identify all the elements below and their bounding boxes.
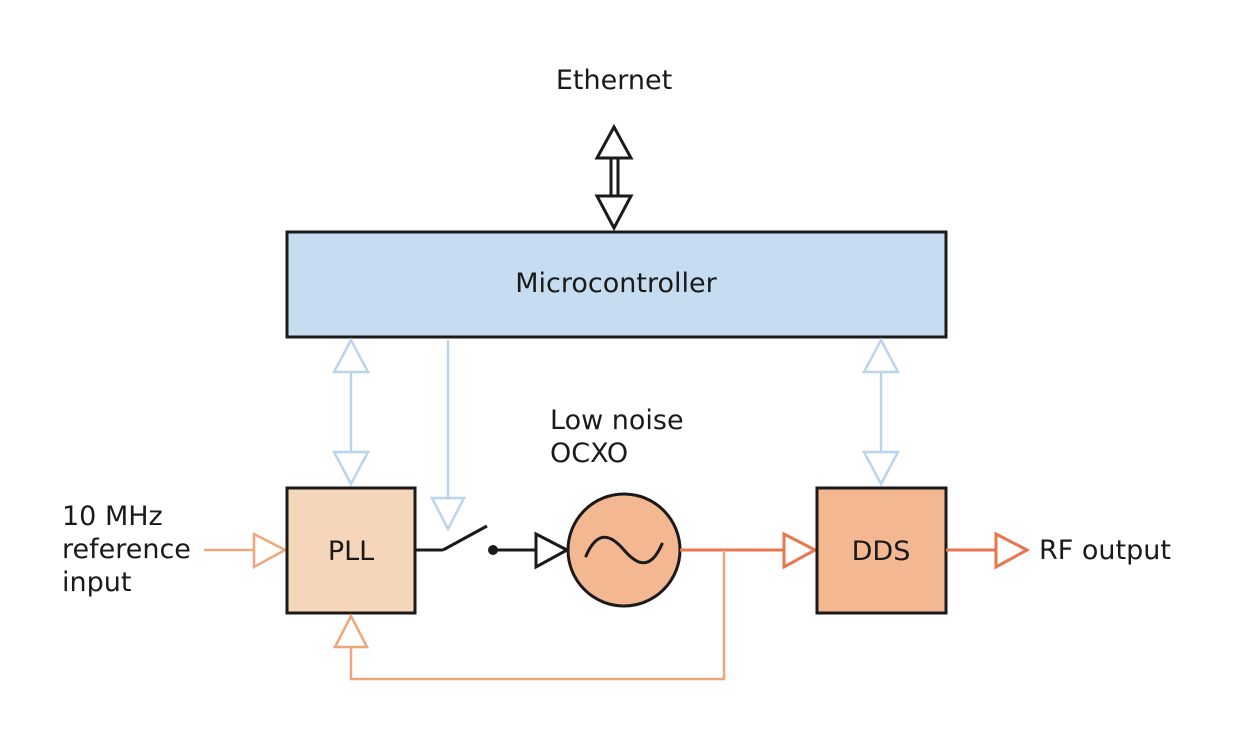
ref-label-line2: reference xyxy=(62,534,191,565)
microcontroller-block: Microcontroller xyxy=(285,230,948,339)
dds-label: DDS xyxy=(852,536,911,567)
pll-control-arrow xyxy=(331,337,371,487)
ocxo-block xyxy=(566,492,682,608)
dds-block: DDS xyxy=(815,486,948,615)
reference-input-label: 10 MHz reference input xyxy=(62,501,191,598)
switch-icon xyxy=(415,524,536,555)
feedback-loop-arrow xyxy=(332,550,726,681)
rf-output-label: RF output xyxy=(1039,535,1171,566)
microcontroller-label: Microcontroller xyxy=(515,268,717,299)
reference-input-arrow xyxy=(204,531,288,570)
ethernet-arrow xyxy=(594,123,634,232)
ocxo-label-line1: Low noise xyxy=(550,405,684,436)
ocxo-to-dds-arrow xyxy=(680,531,819,570)
switch-control-arrow xyxy=(429,340,467,532)
ref-label-line1: 10 MHz xyxy=(62,501,163,532)
rf-output-arrow xyxy=(946,531,1031,570)
pll-block: PLL xyxy=(285,486,417,615)
pll-label: PLL xyxy=(328,536,374,567)
ocxo-label-line2: OCXO xyxy=(550,438,628,469)
ref-label-line3: input xyxy=(62,567,131,598)
sine-wave-icon xyxy=(584,535,664,565)
dds-control-arrow xyxy=(861,337,901,487)
ethernet-label: Ethernet xyxy=(556,65,672,96)
ocxo-input-arrow xyxy=(534,531,571,570)
